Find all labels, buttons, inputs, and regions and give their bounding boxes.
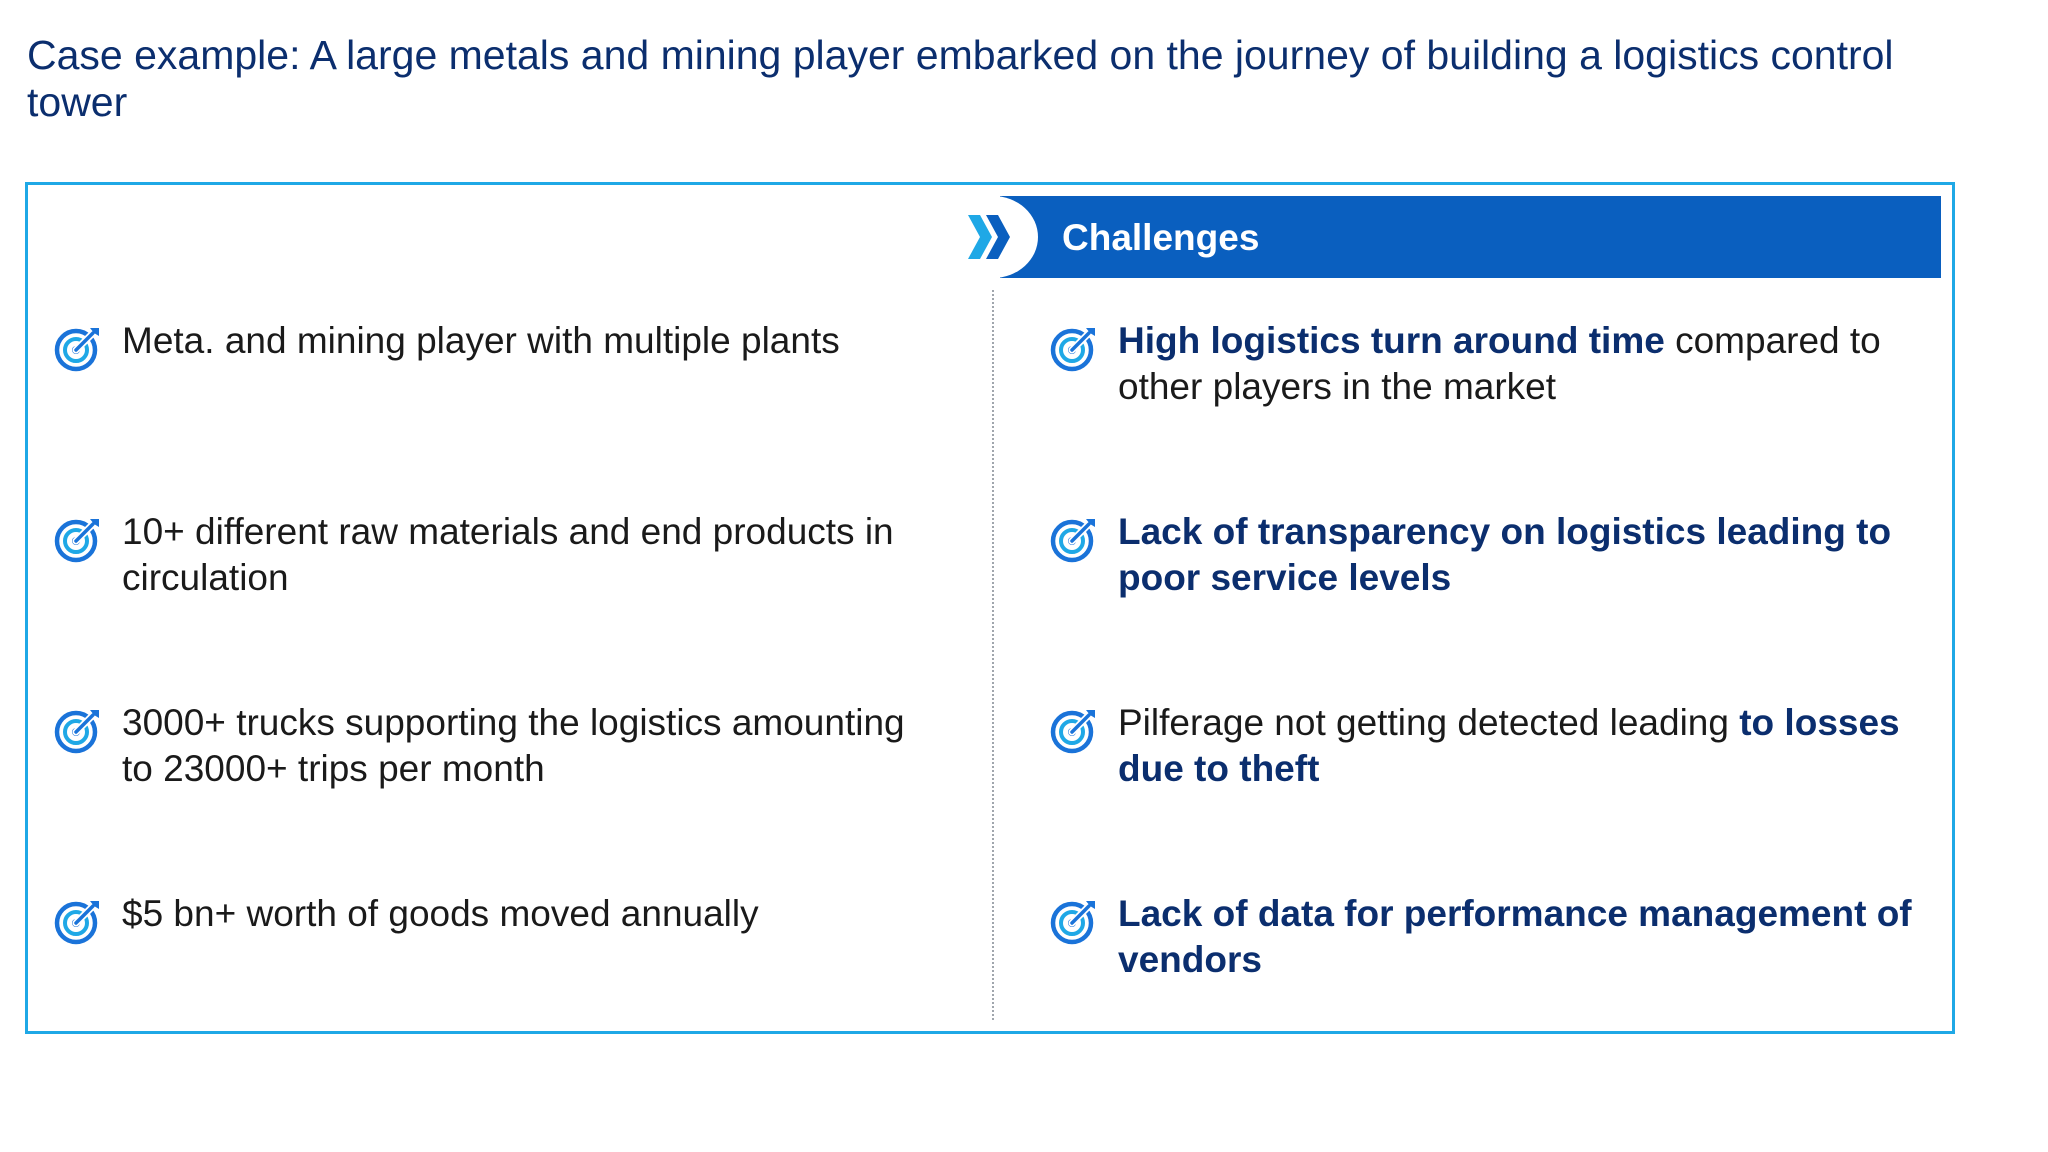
context-item: 10+ different raw materials and end prod… <box>52 509 932 601</box>
column-divider <box>992 290 994 1020</box>
target-icon <box>52 322 104 374</box>
target-icon <box>52 704 104 756</box>
target-icon <box>1048 704 1100 756</box>
challenge-item: High logistics turn around time compared… <box>1048 318 1928 410</box>
challenge-item-text: High logistics turn around time compared… <box>1118 318 1928 410</box>
target-icon <box>1048 895 1100 947</box>
challenge-emphasis: Lack of transparency on logistics leadin… <box>1118 511 1892 598</box>
challenges-header-bar <box>1000 196 1941 278</box>
challenge-item-text: Lack of transparency on logistics leadin… <box>1118 509 1928 601</box>
challenge-rest: compared to other players in the market <box>1118 320 1881 407</box>
target-icon <box>52 513 104 565</box>
page-title: Case example: A large metals and mining … <box>27 32 1894 125</box>
context-item-text: 3000+ trucks supporting the logistics am… <box>122 702 905 789</box>
context-item-text: Meta. and mining player with multiple pl… <box>122 320 840 361</box>
context-item: Meta. and mining player with multiple pl… <box>52 318 932 374</box>
context-item-text: $5 bn+ worth of goods moved annually <box>122 893 759 934</box>
challenge-emphasis: to losses due to theft <box>1118 702 1900 789</box>
content-frame <box>25 182 1955 1034</box>
challenges-header-label: Challenges <box>1062 217 1260 258</box>
challenge-item-text: Lack of data for performance management … <box>1118 891 1928 983</box>
target-icon <box>1048 513 1100 565</box>
challenge-item: Lack of transparency on logistics leadin… <box>1048 509 1928 601</box>
context-item: 3000+ trucks supporting the logistics am… <box>52 700 932 792</box>
target-icon <box>52 895 104 947</box>
challenge-emphasis: High logistics turn around time <box>1118 320 1665 361</box>
challenge-emphasis: Lack of data for performance management … <box>1118 893 1912 980</box>
challenge-item: Lack of data for performance management … <box>1048 891 1928 983</box>
challenge-item: Pilferage not getting detected leading t… <box>1048 700 1928 792</box>
context-item-text: 10+ different raw materials and end prod… <box>122 511 894 598</box>
double-chevron-right-icon <box>968 215 1010 259</box>
target-icon <box>1048 322 1100 374</box>
challenge-pre: Pilferage not getting detected leading <box>1118 702 1740 743</box>
context-item: $5 bn+ worth of goods moved annually <box>52 891 932 947</box>
challenge-item-text: Pilferage not getting detected leading t… <box>1118 700 1928 792</box>
header-cap <box>948 196 1038 278</box>
